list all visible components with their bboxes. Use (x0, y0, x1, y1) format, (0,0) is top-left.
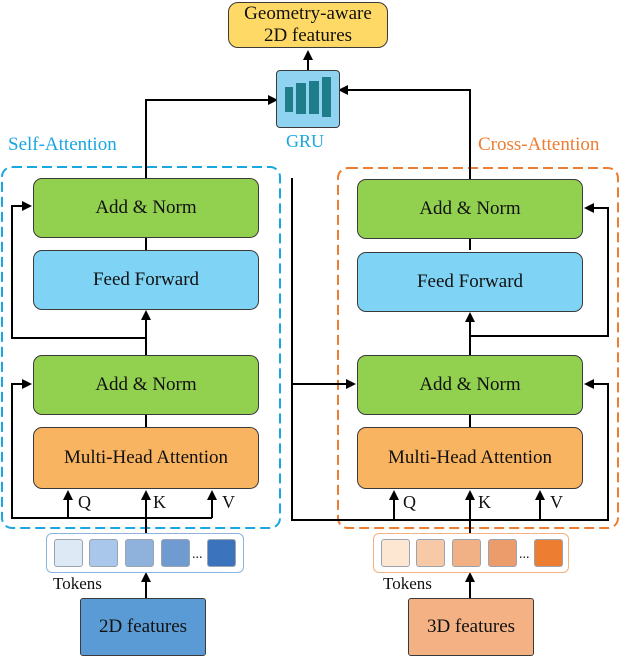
self-attention-title: Self-Attention (8, 134, 117, 155)
token-3d (534, 539, 563, 567)
cross-add-norm-bottom: Add & Norm (357, 355, 583, 415)
token-2d (125, 539, 154, 567)
tokens-3d-label: Tokens (383, 574, 432, 593)
tokens-3d-ellipsis: ... (519, 547, 530, 562)
self-add-norm-bottom-label: Add & Norm (95, 374, 197, 395)
cross-mha-label: Multi-Head Attention (387, 447, 553, 468)
token-2d (54, 539, 83, 567)
token-3d (488, 539, 517, 567)
token-3d (416, 539, 445, 567)
self-add-norm-bottom: Add & Norm (33, 355, 259, 415)
self-attn-to-gru-arrow (145, 95, 278, 178)
cross-add-norm-top: Add & Norm (357, 179, 583, 239)
cross-residual-bottom-arrow (394, 379, 609, 521)
self-v-label: V (222, 492, 235, 512)
self-add-norm-top: Add & Norm (33, 178, 259, 238)
cross-k-label: K (478, 492, 491, 512)
cross-residual-top-arrow (470, 203, 609, 337)
gru-box (276, 70, 340, 128)
output-features-box: Geometry-aware 2D features (228, 2, 388, 48)
self-k-label: K (153, 492, 166, 512)
gru-label: GRU (286, 131, 325, 151)
cross-q-label: Q (403, 492, 416, 512)
gru-icon (285, 77, 331, 117)
token-2d (89, 539, 118, 567)
token-3d (452, 539, 481, 567)
self-residual-top-arrow (11, 201, 146, 339)
self-feed-forward-label: Feed Forward (92, 269, 200, 290)
tokens-2d-ellipsis: ... (192, 547, 203, 562)
self-feed-forward: Feed Forward (33, 250, 259, 310)
input-2d-features-box: 2D features (80, 598, 206, 656)
self-to-cross-arrow (291, 178, 356, 389)
cross-v-label: V (550, 492, 563, 512)
self-attention-frame (1, 166, 281, 529)
cross-attention-frame (337, 167, 619, 529)
tokens-2d-label: Tokens (53, 574, 102, 593)
token-2d (207, 539, 236, 567)
output-features-label: Geometry-aware 2D features (244, 3, 372, 46)
cross-feed-forward: Feed Forward (357, 252, 583, 312)
self-add-norm-top-label: Add & Norm (95, 197, 197, 218)
input-3d-features-label: 3D features (426, 616, 516, 637)
cross-attn-to-gru-arrow (338, 85, 471, 179)
self-mha-label: Multi-Head Attention (63, 447, 229, 468)
input-3d-features-box: 3D features (408, 598, 534, 656)
cross-attention-title: Cross-Attention (478, 134, 600, 155)
self-to-cross-q-line (291, 384, 399, 521)
cross-add-norm-top-label: Add & Norm (419, 198, 521, 219)
cross-feed-forward-label: Feed Forward (416, 271, 524, 292)
token-2d (161, 539, 190, 567)
token-3d (381, 539, 410, 567)
cross-add-norm-bottom-label: Add & Norm (419, 374, 521, 395)
cross-multi-head-attention: Multi-Head Attention (357, 427, 583, 489)
input-2d-features-label: 2D features (98, 616, 188, 637)
self-multi-head-attention: Multi-Head Attention (33, 427, 259, 489)
self-q-label: Q (78, 492, 91, 512)
